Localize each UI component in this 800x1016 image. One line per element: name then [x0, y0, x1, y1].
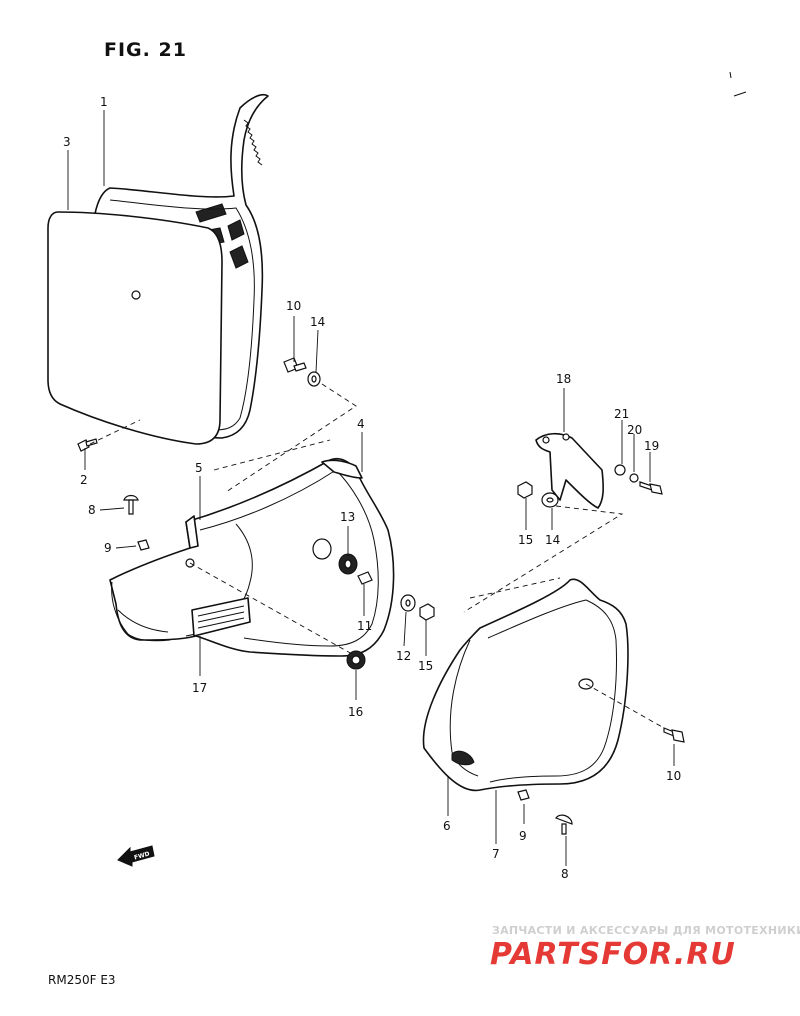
callout-14-top: 14 [310, 315, 325, 329]
callout-15-middle: 15 [418, 659, 433, 673]
watermark-logo: PARTSFOR.RU [490, 937, 736, 972]
screw-8-right [555, 814, 573, 835]
callout-2: 2 [80, 473, 88, 487]
washer-20 [629, 473, 639, 483]
washer-21 [614, 464, 626, 476]
right-cover-flap [449, 639, 479, 777]
right-side-cover [422, 578, 629, 792]
watermark-tagline: ЗАПЧАСТИ И АКСЕССУАРЫ ДЛЯ МОТОТЕХНИКИ [492, 924, 800, 937]
callout-10-top: 10 [286, 299, 301, 313]
callout-8-left: 8 [88, 503, 96, 517]
watermark-logo-part1: PARTS [490, 937, 601, 972]
nut-15-middle [419, 603, 435, 621]
callout-5: 5 [195, 461, 203, 475]
frame-rim [109, 199, 255, 431]
bracket-hole-1 [542, 436, 550, 444]
screw-2 [77, 438, 98, 452]
frame-slot-1 [195, 203, 227, 223]
assembly-lines [89, 383, 665, 729]
collar-9-left [137, 539, 150, 551]
callout-10-right: 10 [666, 769, 681, 783]
bracket-assembly [535, 432, 604, 509]
callout-12: 12 [396, 649, 411, 663]
bolt-19 [639, 481, 663, 495]
cover-lower-edge [117, 609, 169, 633]
callout-16: 16 [348, 705, 363, 719]
callout-19: 19 [644, 439, 659, 453]
callout-20: 20 [627, 423, 642, 437]
watermark-logo-part2: FOR.RU [601, 937, 736, 972]
callout-7: 7 [492, 847, 500, 861]
callout-8-right: 8 [561, 867, 569, 881]
cover-top-bracket [321, 459, 363, 479]
callout-3: 3 [63, 135, 71, 149]
scan-marks [729, 71, 747, 97]
grommet-16 [346, 650, 366, 670]
model-code: RM250F E3 [48, 973, 116, 987]
bracket-hole-2 [562, 433, 570, 441]
callout-17: 17 [192, 681, 207, 695]
cover-side-strip [185, 515, 199, 549]
collar-11 [357, 571, 373, 585]
watermark: ЗАПЧАСТИ И АКСЕССУАРЫ ДЛЯ МОТОТЕХНИКИ PA… [490, 924, 800, 972]
right-side-cover-assembly [422, 578, 629, 792]
screw-8-left [123, 494, 139, 515]
right-cover-pocket [451, 750, 475, 766]
number-plate [47, 211, 223, 445]
fwd-label: FWD [133, 850, 150, 861]
leader-lines [67, 110, 675, 866]
frame-slot-3 [227, 219, 245, 241]
collar-9-right [517, 789, 530, 801]
figure-title: FIG. 21 [104, 39, 187, 61]
number-plate-assembly [47, 93, 269, 445]
nut-15-right [517, 481, 533, 499]
label-lines [197, 605, 245, 629]
callout-13: 13 [340, 510, 355, 524]
bolt-10-right [663, 727, 685, 743]
callouts: 1 3 10 14 2 8 9 4 5 13 11 12 15 16 17 18… [63, 95, 681, 881]
callout-9-left: 9 [104, 541, 112, 555]
cover-inner-rib [199, 469, 379, 647]
callout-1: 1 [100, 95, 108, 109]
callout-11: 11 [357, 619, 372, 633]
callout-15-right: 15 [518, 533, 533, 547]
callout-9-right: 9 [519, 829, 527, 843]
fwd-arrow-icon: FWD [117, 845, 155, 867]
frame-slot-4 [229, 245, 249, 269]
cushion-13 [312, 538, 358, 575]
callout-6: 6 [443, 819, 451, 833]
callout-21: 21 [614, 407, 629, 421]
callout-4: 4 [357, 417, 365, 431]
callout-18: 18 [556, 372, 571, 386]
plate-hole [131, 290, 141, 300]
cover-edge [111, 581, 171, 642]
callout-14-right: 14 [545, 533, 560, 547]
bolt-10-top [283, 357, 307, 373]
frame-teeth [243, 119, 263, 166]
right-cover-inner [487, 599, 617, 783]
left-side-cover-assembly [109, 457, 395, 657]
